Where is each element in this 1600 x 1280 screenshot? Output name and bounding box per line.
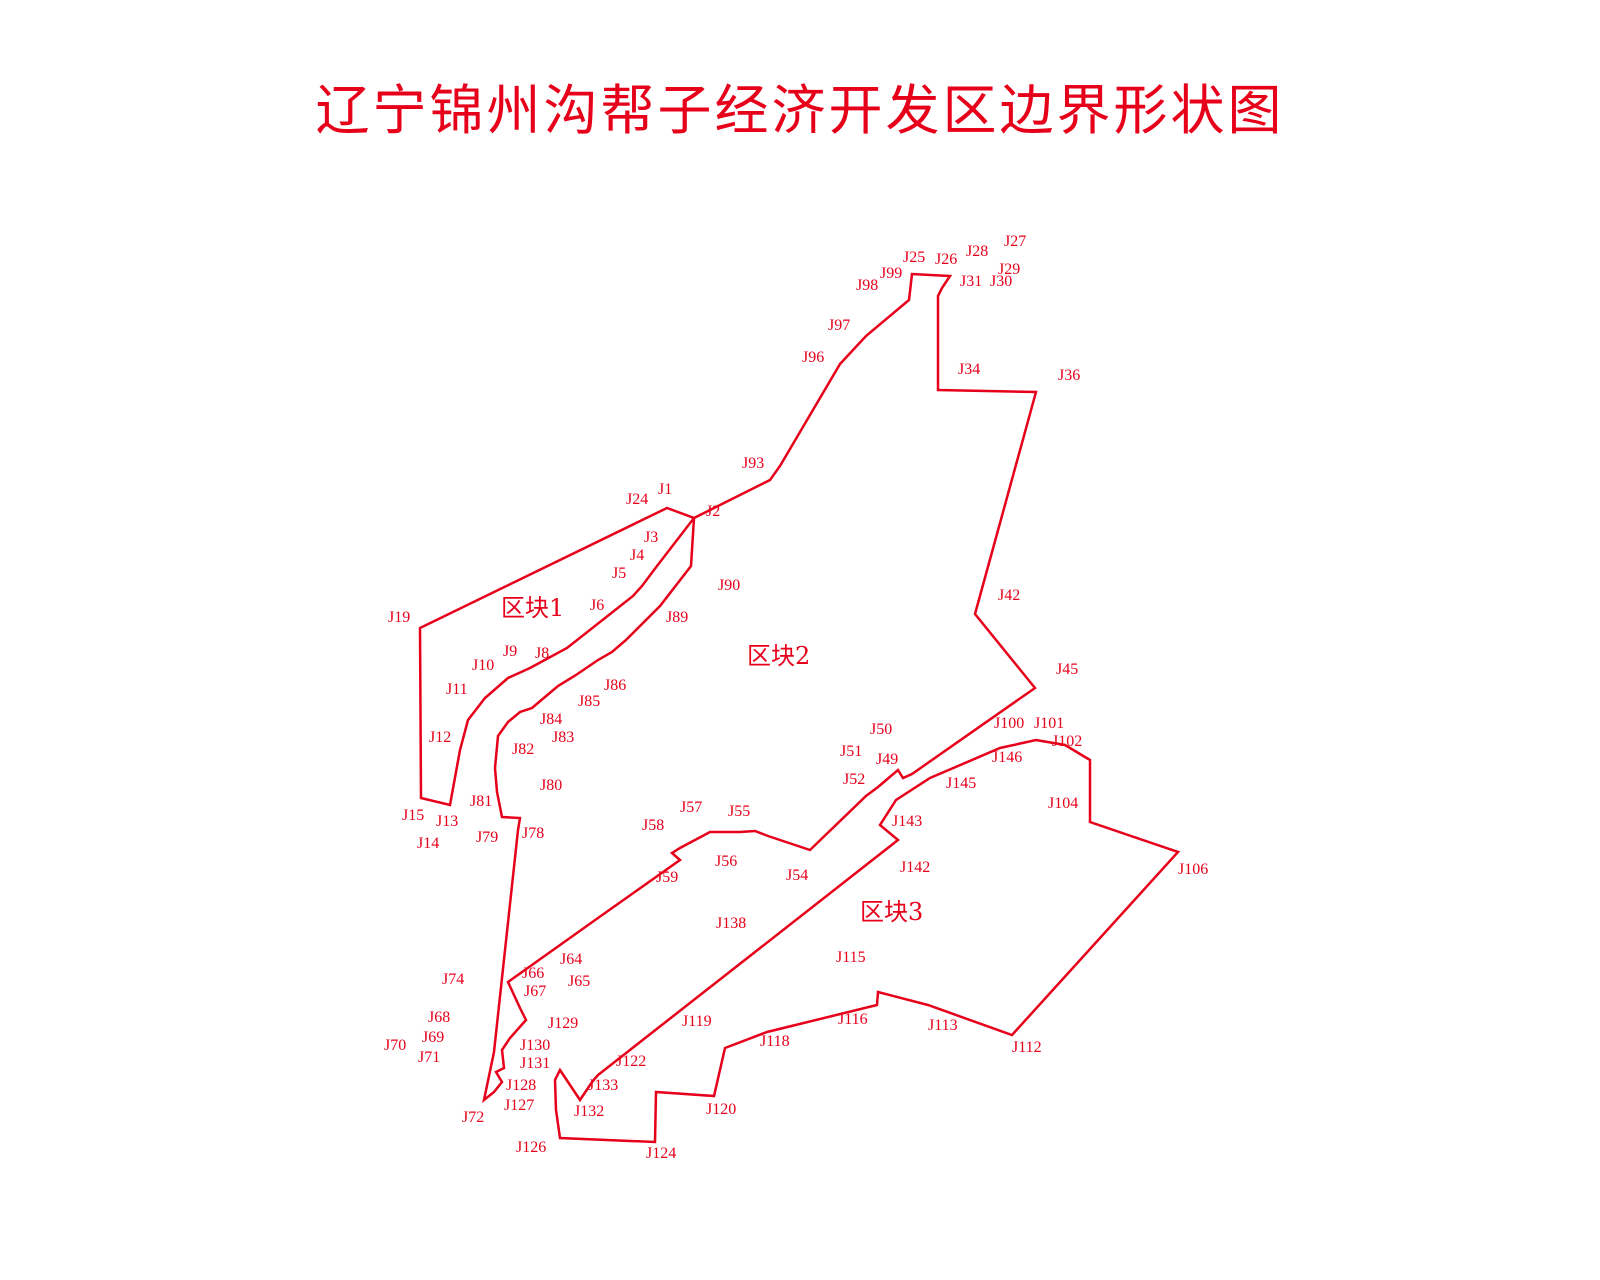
point-label: J57	[680, 799, 702, 816]
point-label: J142	[900, 859, 930, 876]
point-label: J19	[388, 609, 410, 626]
point-label: J45	[1056, 661, 1078, 678]
point-label: J8	[535, 645, 549, 662]
point-label: J89	[666, 609, 688, 626]
point-label: J102	[1052, 733, 1082, 750]
point-label: J96	[802, 349, 824, 366]
point-label: J82	[512, 741, 534, 758]
point-label: J31	[960, 273, 982, 290]
point-label: J13	[436, 813, 458, 830]
point-label: J64	[560, 951, 582, 968]
point-label: J56	[715, 853, 737, 870]
point-label: J119	[682, 1013, 712, 1030]
point-label: J86	[604, 677, 626, 694]
point-label: J15	[402, 807, 424, 824]
point-label: J34	[958, 361, 980, 378]
point-label: J67	[524, 983, 546, 1000]
point-label: J69	[422, 1029, 444, 1046]
point-label: J112	[1012, 1039, 1042, 1056]
point-label: J118	[760, 1033, 790, 1050]
point-label: J6	[590, 597, 604, 614]
point-label: J98	[856, 277, 878, 294]
point-label: J52	[843, 771, 865, 788]
block-1-boundary	[418, 506, 697, 807]
point-label: J4	[630, 547, 644, 564]
point-label: J30	[990, 273, 1012, 290]
point-label: J51	[840, 743, 862, 760]
point-label: J9	[503, 643, 517, 660]
point-label: J130	[520, 1037, 550, 1054]
point-label: J3	[644, 529, 658, 546]
point-label: J55	[728, 803, 750, 820]
point-label: J71	[418, 1049, 440, 1066]
point-label: J84	[540, 711, 562, 728]
point-label: J145	[946, 775, 976, 792]
point-label: J106	[1178, 861, 1208, 878]
point-label: J83	[552, 729, 574, 746]
block-3-boundary	[553, 738, 1181, 1144]
point-label: J58	[642, 817, 664, 834]
point-label: J79	[476, 829, 498, 846]
point-label: J5	[612, 565, 626, 582]
point-label: J28	[966, 243, 988, 260]
point-label: J143	[892, 813, 922, 830]
point-label: J85	[578, 693, 600, 710]
point-label: J93	[742, 455, 764, 472]
point-label: J80	[540, 777, 562, 794]
point-label: J42	[998, 587, 1020, 604]
point-label: J126	[516, 1139, 546, 1156]
point-label: J24	[626, 491, 648, 508]
point-label: J78	[522, 825, 544, 842]
point-label: J100	[994, 715, 1024, 732]
point-label: J70	[384, 1037, 406, 1054]
point-label: J26	[935, 251, 957, 268]
point-label: J66	[522, 965, 544, 982]
point-label: J120	[706, 1101, 736, 1118]
point-label: J27	[1004, 233, 1026, 250]
point-label: J101	[1034, 715, 1064, 732]
point-label: J25	[903, 249, 925, 266]
point-label: J49	[876, 751, 898, 768]
point-label: J99	[880, 265, 902, 282]
point-label: J59	[656, 869, 678, 886]
point-label: J36	[1058, 367, 1080, 384]
point-label: J1	[658, 481, 672, 498]
point-label: J116	[838, 1011, 868, 1028]
point-label: J97	[828, 317, 850, 334]
point-label: J14	[417, 835, 439, 852]
point-label: J12	[429, 729, 451, 746]
point-label: J122	[616, 1053, 646, 1070]
block-1-label: 区块1	[501, 594, 564, 622]
point-label: J81	[470, 793, 492, 810]
point-label: J128	[506, 1077, 536, 1094]
point-label: J146	[992, 749, 1022, 766]
point-label: J2	[706, 503, 720, 520]
point-label: J138	[716, 915, 746, 932]
point-label: J127	[504, 1097, 534, 1114]
point-label: J124	[646, 1145, 676, 1162]
point-label: J74	[442, 971, 464, 988]
point-label: J132	[574, 1103, 604, 1120]
point-label: J133	[588, 1077, 618, 1094]
point-label: J65	[568, 973, 590, 990]
point-label: J131	[520, 1055, 550, 1072]
block-2-label: 区块2	[747, 642, 810, 670]
block-2-boundary	[482, 272, 1038, 1104]
point-label: J72	[462, 1109, 484, 1126]
point-label: J11	[446, 681, 468, 698]
point-label: J113	[928, 1017, 958, 1034]
map-title: 辽宁锦州沟帮子经济开发区边界形状图	[315, 79, 1285, 142]
point-label: J29	[998, 261, 1020, 278]
block-3-label: 区块3	[860, 898, 923, 926]
point-label: J90	[718, 577, 740, 594]
point-label: J68	[428, 1009, 450, 1026]
point-label: J54	[786, 867, 808, 884]
point-label: J115	[836, 949, 866, 966]
point-labels: J1 J2 J3 J4 J5 J6 J8 J9 J10 J11 J12 J13 …	[384, 233, 1208, 1162]
point-label: J50	[870, 721, 892, 738]
point-label: J10	[472, 657, 494, 674]
point-label: J129	[548, 1015, 578, 1032]
point-label: J104	[1048, 795, 1078, 812]
